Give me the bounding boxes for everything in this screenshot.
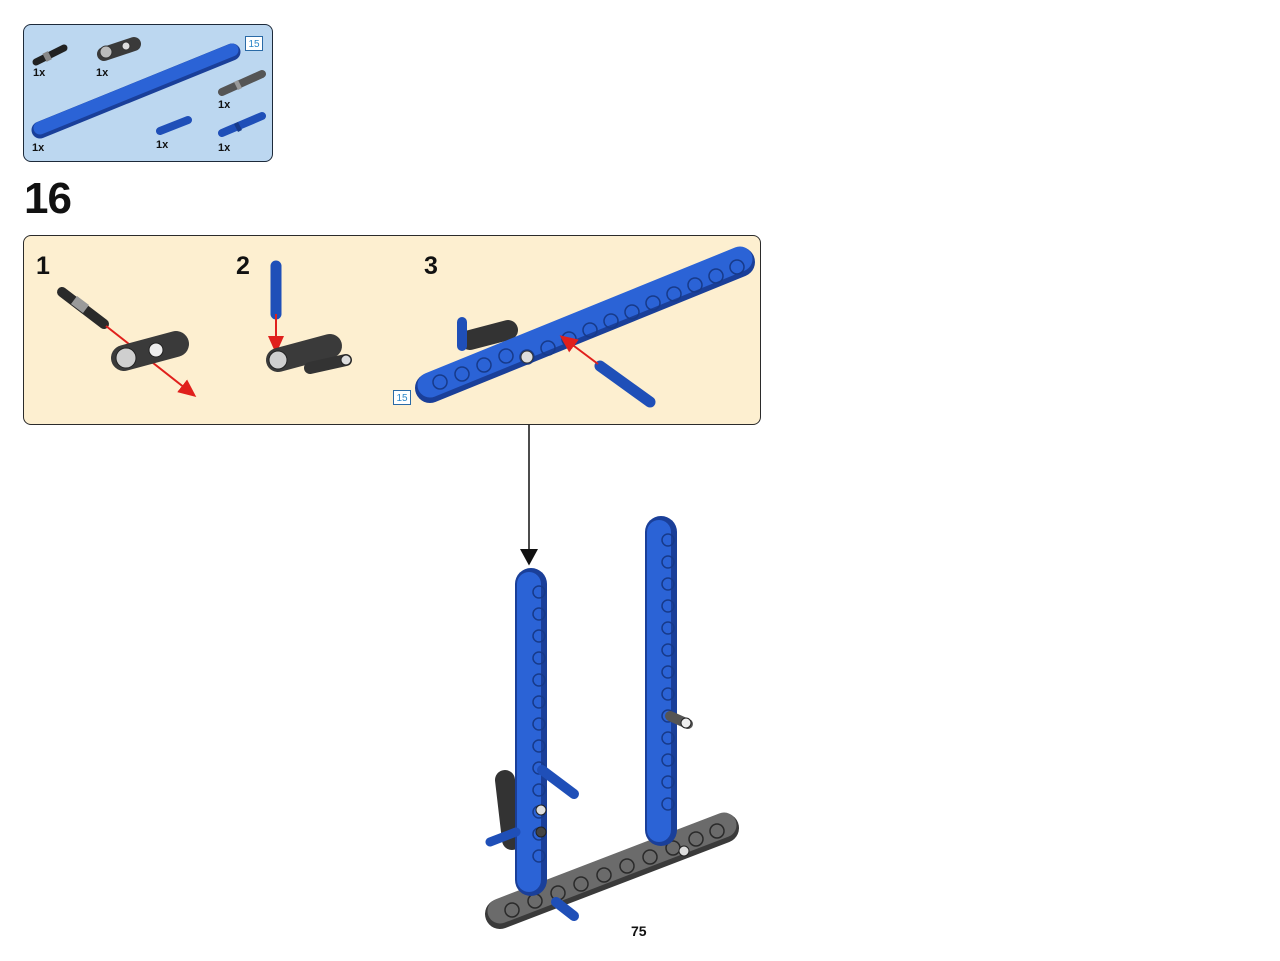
substep-2-illustration — [266, 260, 352, 374]
gray-pin-icon — [218, 70, 266, 96]
substep-number: 1 — [36, 252, 50, 280]
blue-long-pin-icon — [218, 112, 266, 137]
page-number: 75 — [631, 923, 647, 939]
beam-length-badge: 15 — [245, 36, 263, 51]
blue-beam-15-icon — [31, 43, 241, 139]
substep-3-illustration — [415, 246, 755, 408]
step-number: 16 — [24, 174, 72, 223]
part-qty: 1x — [33, 67, 46, 79]
substep-1-illustration — [57, 287, 197, 397]
part-qty: 1x — [218, 142, 231, 154]
part-qty: 1x — [32, 142, 45, 154]
gray-cross-block-icon — [97, 37, 141, 61]
black-axle-pin-icon — [32, 44, 68, 66]
beam-length-badge: 15 — [393, 390, 411, 405]
part-qty: 1x — [156, 139, 169, 151]
part-qty: 1x — [218, 99, 231, 111]
substep-number: 3 — [424, 252, 438, 280]
part-qty: 1x — [96, 67, 109, 79]
main-model-illustration — [485, 516, 739, 929]
blue-short-pin-icon — [156, 116, 192, 135]
substep-number: 2 — [236, 252, 250, 280]
